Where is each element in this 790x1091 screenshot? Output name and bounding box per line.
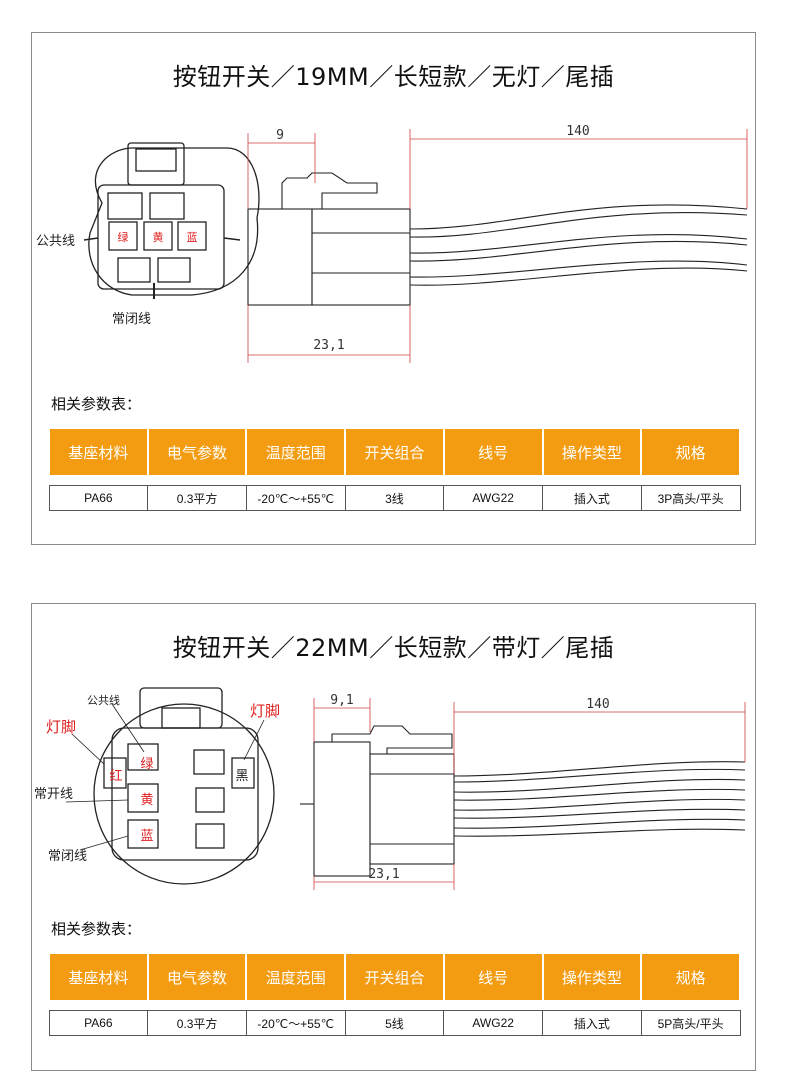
pin-blue-label: 蓝 <box>140 829 153 844</box>
header-cell: 基座材料 <box>48 954 149 1000</box>
connector-side-view <box>300 725 746 877</box>
header-cell: 温度范围 <box>245 429 347 475</box>
data-cell: 5线 <box>344 1010 445 1036</box>
dimension-top-right: 140 <box>566 124 589 139</box>
connector-front-view <box>93 687 275 885</box>
dimension-top-left: 9 <box>276 128 284 143</box>
data-cell: AWG22 <box>443 485 544 511</box>
product-panel-19mm: 按钮开关／19MM／长短款／无灯／尾插 绿 黄 蓝 公共线 常闭线 <box>31 32 756 545</box>
pin-red-label: 红 <box>109 768 122 784</box>
common-wire-label: 公共线 <box>36 234 75 249</box>
pin-blue-label: 蓝 <box>187 231 198 244</box>
dimension-top-left: 9,1 <box>330 693 353 708</box>
data-cell: 0.3平方 <box>147 485 247 511</box>
pin-yellow-label: 黄 <box>153 230 164 244</box>
spec-table: 基座材料 电气参数 温度范围 开关组合 线号 操作类型 规格 PA66 0.3平… <box>48 429 741 511</box>
pointer-arrow-icon <box>223 237 241 241</box>
connector-diagram: 红 绿 黄 蓝 黑 公共线 灯脚 灯脚 常开线 常闭线 <box>34 687 746 890</box>
header-cell: 电气参数 <box>146 429 248 475</box>
header-cell: 基座材料 <box>48 429 149 475</box>
header-cell: 操作类型 <box>541 429 643 475</box>
header-cell: 温度范围 <box>245 954 347 1000</box>
lamp-pin-right-label: 灯脚 <box>250 702 280 720</box>
header-cell: 电气参数 <box>146 954 248 1000</box>
panel-title: 按钮开关／19MM／长短款／无灯／尾插 <box>172 63 615 91</box>
params-label: 相关参数表： <box>51 920 142 938</box>
connector-diagram: 绿 黄 蓝 公共线 常闭线 <box>36 124 748 363</box>
data-cell: PA66 <box>48 485 149 511</box>
data-cell: -20℃～+55℃ <box>245 485 346 511</box>
product-panel-22mm: 按钮开关／22MM／长短款／带灯／尾插 红 绿 黄 蓝 黑 公共线 灯脚 灯脚 … <box>31 603 756 1071</box>
nc-wire-label: 常闭线 <box>48 849 87 864</box>
spec-data-row: PA66 0.3平方 -20℃～+55℃ 5线 AWG22 插入式 5P高头/平… <box>48 1010 741 1036</box>
data-cell: PA66 <box>48 1010 149 1036</box>
header-cell: 开关组合 <box>344 429 445 475</box>
spec-table: 基座材料 电气参数 温度范围 开关组合 线号 操作类型 规格 PA66 0.3平… <box>48 954 741 1036</box>
panel-title: 按钮开关／22MM／长短款／带灯／尾插 <box>172 634 615 662</box>
dimension-bottom: 23,1 <box>368 867 399 882</box>
data-cell: 插入式 <box>542 1010 642 1036</box>
pin-green-label: 绿 <box>140 757 153 772</box>
data-cell: 0.3平方 <box>147 1010 247 1036</box>
common-wire-label: 公共线 <box>87 693 120 707</box>
header-cell: 规格 <box>640 429 741 475</box>
data-cell: 3P高头/平头 <box>640 485 741 511</box>
header-cell: 操作类型 <box>541 954 643 1000</box>
data-cell: AWG22 <box>443 1010 544 1036</box>
header-cell: 线号 <box>442 429 544 475</box>
lamp-pin-left-label: 灯脚 <box>46 718 76 736</box>
nc-wire-label: 常闭线 <box>112 312 151 327</box>
params-label: 相关参数表： <box>51 395 142 413</box>
pin-yellow-label: 黄 <box>140 793 153 808</box>
spec-header-row: 基座材料 电气参数 温度范围 开关组合 线号 操作类型 规格 <box>48 954 741 1000</box>
data-cell: -20℃～+55℃ <box>245 1010 346 1036</box>
dimension-bottom: 23,1 <box>313 338 344 353</box>
data-cell: 3线 <box>344 485 445 511</box>
connector-side-view <box>247 172 748 306</box>
data-cell: 5P高头/平头 <box>640 1010 741 1036</box>
header-cell: 规格 <box>640 954 741 1000</box>
header-cell: 线号 <box>442 954 544 1000</box>
spec-header-row: 基座材料 电气参数 温度范围 开关组合 线号 操作类型 规格 <box>48 429 741 475</box>
pin-black-label: 黑 <box>235 769 248 784</box>
dimension-lines <box>247 129 748 363</box>
dimension-top-right: 140 <box>586 697 609 712</box>
pin-green-label: 绿 <box>118 230 129 244</box>
pointer-arrow-icon <box>83 237 99 241</box>
connector-front-view <box>88 142 260 296</box>
header-cell: 开关组合 <box>344 954 445 1000</box>
dimension-lines <box>313 698 746 890</box>
data-cell: 插入式 <box>542 485 642 511</box>
no-wire-label: 常开线 <box>34 787 73 802</box>
spec-data-row: PA66 0.3平方 -20℃～+55℃ 3线 AWG22 插入式 3P高头/平… <box>48 485 741 511</box>
